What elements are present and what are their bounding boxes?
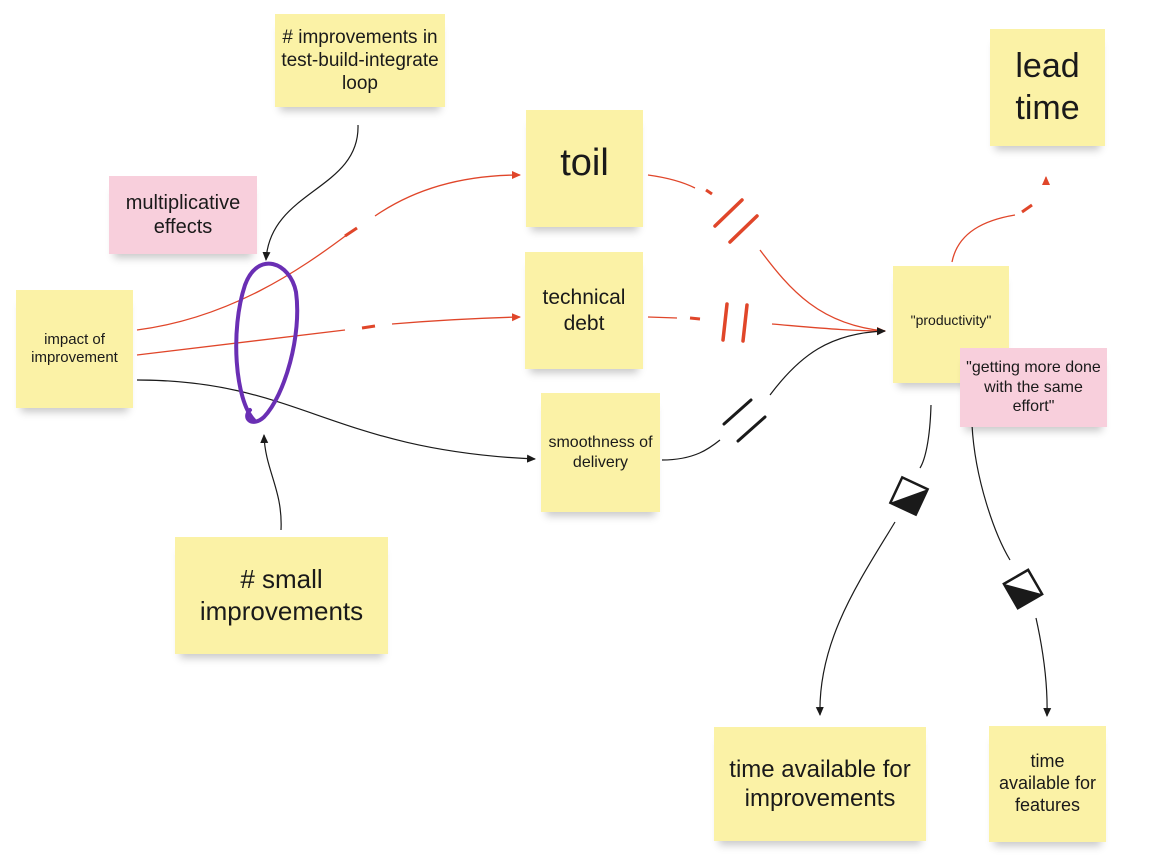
note-smoothness-of-delivery[interactable]: smoothness of delivery [541,393,660,512]
note-improvements-loop[interactable]: # improvements in test-build-integrate l… [275,14,445,107]
link-smoothness-to-productivity [661,439,721,461]
link-toil-dash [705,188,713,196]
link-impact-to-debt-end [391,313,521,325]
link-debt-to-productivity-end [771,323,886,335]
link-leadtime-dash [1021,203,1033,214]
note-multiplicative-effects[interactable]: multiplicative effects [109,176,257,254]
note-smoothness-of-delivery-text: smoothness of delivery [548,433,653,471]
link-productivity-to-leadtime [951,214,1016,263]
link-impact-to-toil-end [374,171,521,217]
note-time-for-improvements-text: time available for improvements [729,755,911,812]
note-time-for-features[interactable]: time available for features [989,726,1106,842]
link-productivity-to-feature-time [971,424,1011,561]
note-lead-time[interactable]: lead time [990,29,1105,146]
delay-mark-smoothness [722,398,767,443]
link-impact-to-toil-dash [344,226,358,238]
link-productivity-to-improvement-time [919,404,932,469]
note-technical-debt[interactable]: technical debt [525,252,643,369]
note-getting-more-done[interactable]: "getting more done with the same effort" [960,348,1107,427]
note-small-improvements[interactable]: # small improvements [175,537,388,654]
note-time-for-improvements[interactable]: time available for improvements [714,727,926,841]
link-debt-dash [689,316,701,321]
tradeoff-symbol-improvements [888,475,930,517]
link-toil-to-productivity [647,174,696,189]
note-improvements-loop-text: # improvements in test-build-integrate l… [281,26,439,95]
link-impact-to-smoothness [136,379,536,463]
note-toil[interactable]: toil [526,110,643,227]
note-impact-of-improvement[interactable]: impact of improvement [16,290,133,408]
note-lead-time-text: lead time [1015,47,1080,127]
link-productivity-to-improvement-time-end [815,521,896,716]
link-smoothness-to-productivity-end [769,327,886,396]
delay-mark-toil [713,198,759,244]
multiplicative-loop [234,261,300,424]
link-loop-improvements [262,124,359,261]
link-impact-to-debt-dash [361,324,376,330]
note-toil-text: toil [560,142,609,184]
note-time-for-features-text: time available for features [998,751,1097,815]
note-getting-more-done-text: "getting more done with the same effort" [966,359,1101,416]
link-toil-to-productivity-end [759,249,886,332]
note-multiplicative-effects-text: multiplicative effects [125,191,241,238]
note-small-improvements-text: # small improvements [199,563,364,626]
link-small-improvements [260,434,282,531]
note-productivity-text: "productivity" [910,312,992,328]
note-productivity[interactable]: "productivity" [893,266,1009,383]
note-technical-debt-text: technical debt [542,285,626,335]
tradeoff-symbol-features [1002,568,1044,610]
link-impact-to-debt [136,329,346,356]
note-impact-of-improvement-text: impact of improvement [31,330,118,366]
link-debt-to-productivity [647,316,678,319]
link-impact-to-toil [136,233,349,331]
delay-mark-debt [721,302,749,343]
link-productivity-to-feature-time-end [1035,617,1052,717]
